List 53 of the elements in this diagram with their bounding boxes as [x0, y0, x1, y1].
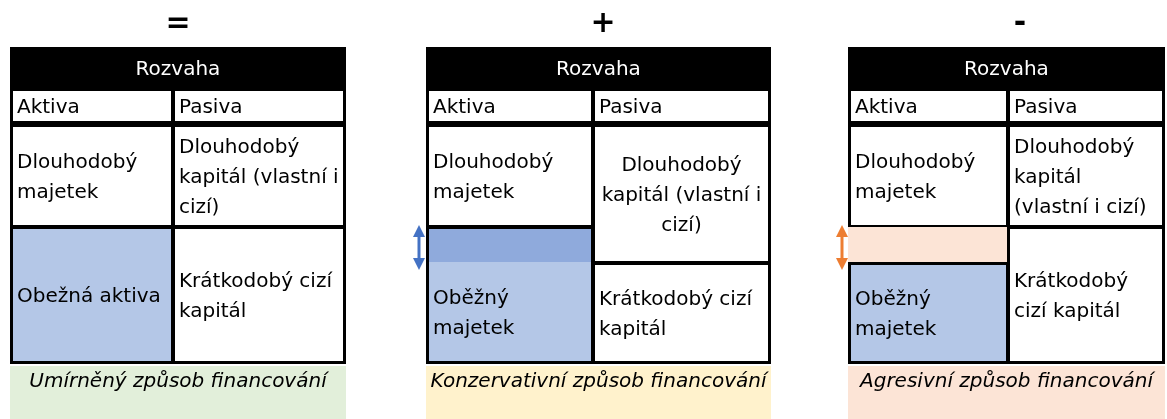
table-header-bar [426, 47, 771, 89]
table-title: Rozvaha [556, 55, 641, 82]
cell-text: Dlouhodobý kapitál (vlastní i cizí) [179, 133, 339, 220]
table-cell [848, 124, 1009, 228]
cell-text: Krátkodobý cizí kapitál [179, 267, 334, 324]
cell-text: Dlouhodobý majetek [433, 148, 555, 205]
cell-text: Obežná aktiva [17, 282, 162, 309]
shaded-band [848, 227, 1009, 262]
cell-text: Oběžný majetek [433, 283, 516, 341]
table-cell [1007, 124, 1165, 228]
table-cell [1007, 226, 1165, 364]
table-cell [172, 226, 346, 364]
column-header-cell [172, 88, 346, 124]
table-cell [592, 124, 771, 264]
table-cell [592, 262, 771, 364]
operator-symbol: - [1012, 4, 1028, 39]
operator-symbol: + [589, 4, 617, 39]
table-header-bar [10, 47, 346, 89]
column-header-cell [426, 88, 594, 124]
table-cell [10, 124, 174, 228]
column-header-cell [1007, 88, 1165, 124]
table-title: Rozvaha [135, 55, 221, 82]
table-cell [848, 262, 1009, 364]
table-header-bar [848, 47, 1165, 89]
caption-band [848, 366, 1165, 419]
table-cell [426, 262, 594, 364]
operator-symbol: = [164, 4, 192, 39]
cell-text: Dlouhodobý kapitál (vlastní i cizí) [600, 151, 763, 238]
caption-text: Konzervativní způsob financování [430, 367, 767, 394]
cell-text: Dlouhodobý kapitál (vlastní i cizí) [1014, 133, 1148, 220]
caption-text: Agresivní způsob financování [860, 367, 1153, 394]
shaded-band [426, 226, 594, 262]
cell-text: Dlouhodobý majetek [17, 148, 139, 205]
table-cell [172, 124, 346, 228]
column-heading: Pasiva [599, 94, 664, 118]
caption-band [426, 366, 771, 419]
table-cell [10, 226, 174, 364]
column-heading: Pasiva [179, 94, 244, 118]
column-heading: Aktiva [855, 94, 919, 118]
column-header-cell [848, 88, 1009, 124]
caption-text: Umírněný způsob financování [29, 367, 327, 394]
cell-text: Dlouhodobý majetek [855, 148, 977, 205]
cell-text: Krátkodobý cizí kapitál [599, 285, 754, 342]
table-cell [426, 124, 594, 228]
caption-band [10, 366, 346, 419]
column-heading: Aktiva [433, 94, 497, 118]
column-header-cell [592, 88, 771, 124]
cell-text: Oběžný majetek [855, 285, 938, 342]
cell-text: Krátkodobý cizí kapitál [1014, 267, 1129, 324]
table-title: Rozvaha [964, 55, 1049, 82]
column-heading: Pasiva [1014, 94, 1079, 118]
column-heading: Aktiva [17, 94, 81, 118]
column-header-cell [10, 88, 174, 124]
